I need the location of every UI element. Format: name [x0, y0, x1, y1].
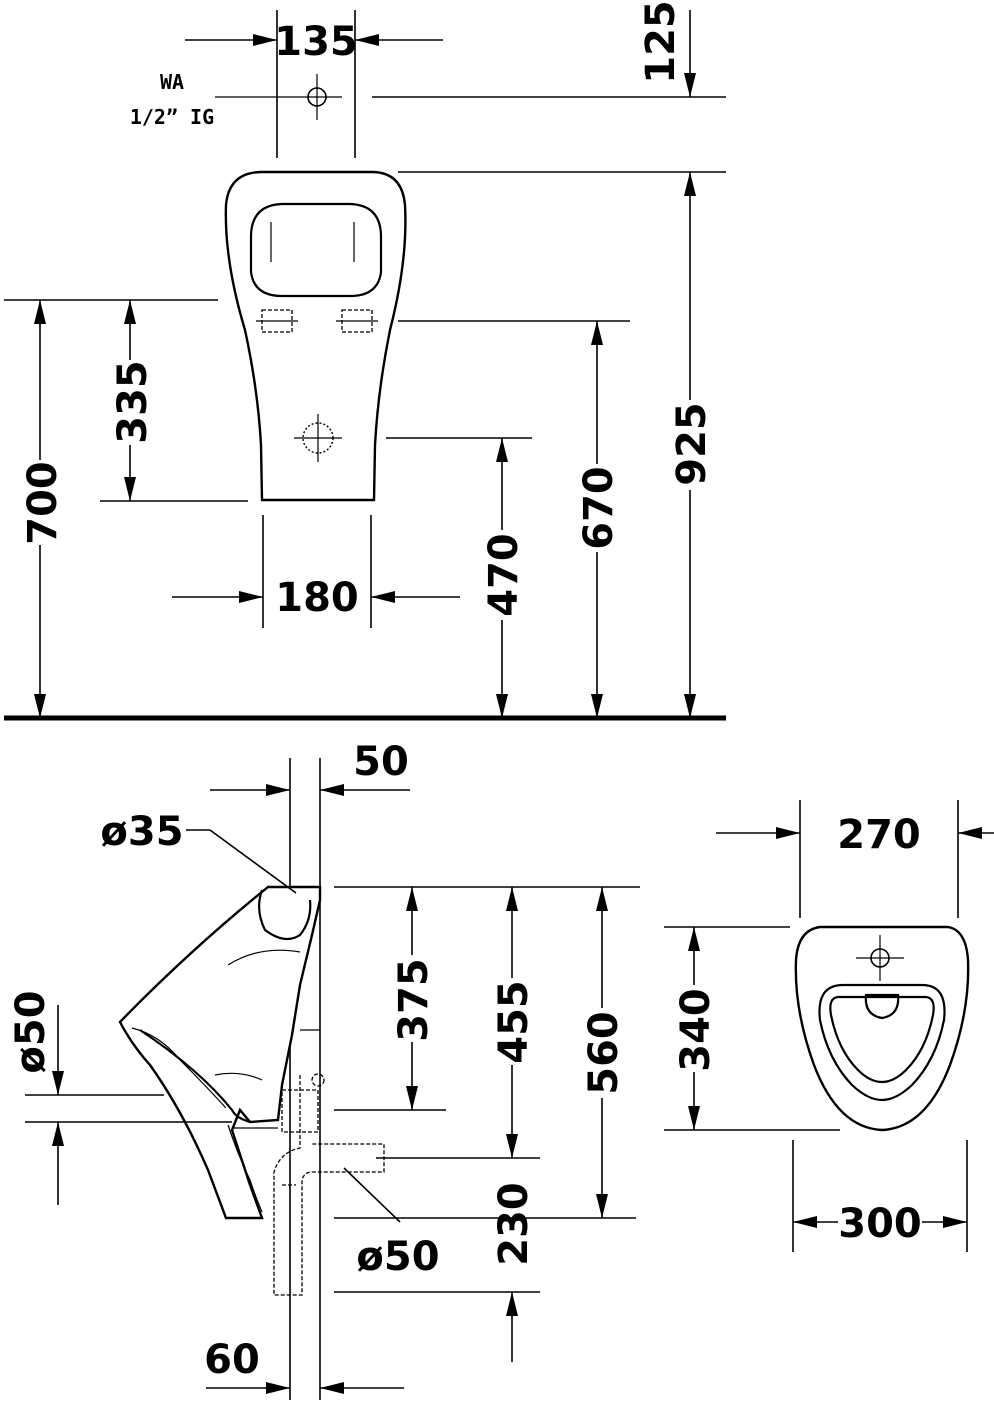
dim-375: 375 [391, 958, 437, 1042]
dim-fixing-to-outlet: 335 [110, 360, 156, 444]
urinal-top-outer [794, 925, 970, 1132]
inlet-diameter: ø35 [100, 809, 183, 855]
outlet-diameter-trap: ø50 [356, 1234, 439, 1280]
bowl-inner [139, 1029, 251, 1124]
dim-supply-top: 125 [638, 0, 684, 84]
top-view: 270 340 300 [664, 800, 994, 1252]
dim-depth-top: 270 [837, 812, 921, 858]
bowl-opening [249, 202, 383, 298]
dim-total-height: 925 [669, 402, 715, 486]
dim-455: 455 [491, 980, 537, 1064]
outlet-diameter-left: ø50 [8, 990, 54, 1073]
side-view: 50 ø35 ø50 375 455 [8, 739, 640, 1400]
dim-560: 560 [581, 1011, 627, 1095]
dim-230: 230 [491, 1182, 537, 1266]
top-outlet-slot [864, 993, 900, 1020]
dim-bracket-height: 670 [576, 466, 622, 550]
dim-trap-offset: 60 [204, 1337, 260, 1383]
front-view: WA 1/2” IG 135 125 925 700 [4, 0, 726, 721]
trap-pipe [281, 1089, 319, 1133]
bowl-top-opening [818, 983, 946, 1102]
supply-label-line2: 1/2” IG [130, 105, 214, 129]
dim-supply-width: 135 [274, 19, 358, 65]
dim-width-bottom: 300 [838, 1201, 922, 1247]
dim-outlet-height: 470 [481, 533, 527, 617]
dim-base-width: 180 [275, 575, 359, 621]
dim-inlet-offset: 50 [353, 739, 409, 785]
dim-fixing-height: 700 [20, 461, 66, 545]
urinal-side-body [118, 885, 322, 1220]
dim-bowl-depth: 340 [673, 988, 719, 1072]
supply-label-line1: WA [160, 70, 184, 94]
